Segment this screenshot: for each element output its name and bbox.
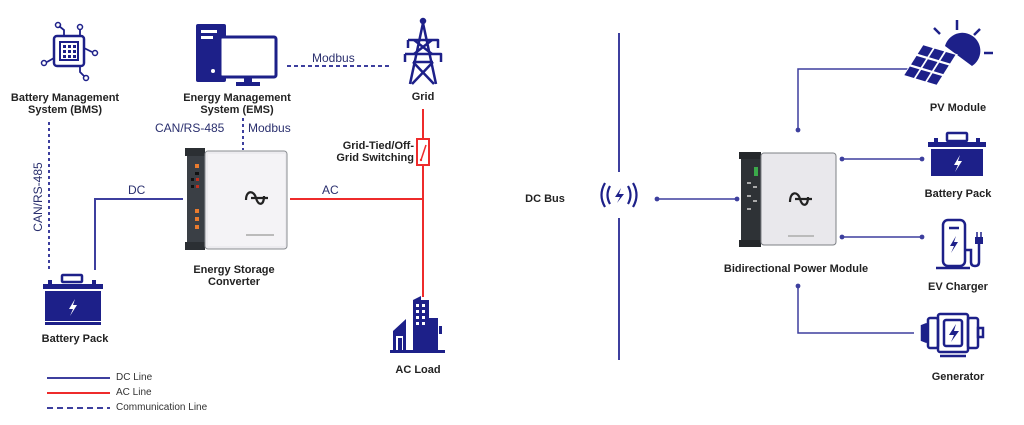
dc-bus-label: DC Bus xyxy=(525,193,565,205)
ev-charger-label: EV Charger xyxy=(928,281,988,293)
generator-label: Generator xyxy=(931,371,985,383)
pv-connector xyxy=(795,68,914,133)
bms-label-line2: System (BMS) xyxy=(28,104,102,116)
dc-bus-icon xyxy=(600,182,638,208)
converter-label-line1: Energy Storage xyxy=(193,264,275,276)
converter-device-icon xyxy=(185,148,288,250)
legend-comm-label: Communication Line xyxy=(116,402,208,413)
converter-label-line2: Converter xyxy=(208,276,260,288)
can-rs485-label-bms: CAN/RS-485 xyxy=(31,162,45,232)
legend-ac-label: AC Line xyxy=(116,387,152,398)
generator-connector xyxy=(795,283,914,334)
battery-icon xyxy=(43,273,103,325)
modbus-label-ems-converter: Modbus xyxy=(248,121,291,135)
ev-charger-icon xyxy=(936,218,983,270)
pv-module-label: PV Module xyxy=(929,102,987,114)
ems-label: Energy Management System (EMS) xyxy=(175,92,299,116)
module-label: Bidirectional Power Module xyxy=(723,263,869,275)
modbus-label-ems-grid: Modbus xyxy=(312,51,355,65)
ac-connection-label: AC xyxy=(322,183,339,197)
computer-icon xyxy=(196,24,278,86)
switch-label-line2: Grid Switching xyxy=(336,152,414,164)
dc-connection-label: DC xyxy=(128,183,146,197)
building-icon xyxy=(390,296,445,353)
grid-label: Grid xyxy=(411,91,435,103)
ems-label-line2: System (EMS) xyxy=(200,104,274,116)
chip-icon xyxy=(40,21,99,82)
bms-label: Battery Management System (BMS) xyxy=(3,92,127,116)
solar-panel-icon xyxy=(902,20,993,88)
can-rs485-label-ems: CAN/RS-485 xyxy=(155,121,225,135)
power-module-icon xyxy=(739,152,837,247)
transmission-tower-icon xyxy=(403,17,443,85)
generator-icon xyxy=(920,312,985,358)
switch-label-line1: Grid-Tied/Off- xyxy=(342,140,414,152)
bms-label-line1: Battery Management xyxy=(10,92,120,104)
battery-icon-right xyxy=(928,131,986,176)
legend-dc-label: DC Line xyxy=(116,372,153,383)
dc-line-battery-converter xyxy=(94,198,183,270)
ems-label-line1: Energy Management xyxy=(183,92,291,104)
battery-label: Battery Pack xyxy=(41,333,109,345)
converter-label: Energy Storage Converter xyxy=(176,264,292,288)
switch-icon xyxy=(416,138,430,166)
battery-pack-right-label: Battery Pack xyxy=(924,188,992,200)
switch-label: Grid-Tied/Off- Grid Switching xyxy=(322,140,414,164)
ac-load-label: AC Load xyxy=(395,364,441,376)
